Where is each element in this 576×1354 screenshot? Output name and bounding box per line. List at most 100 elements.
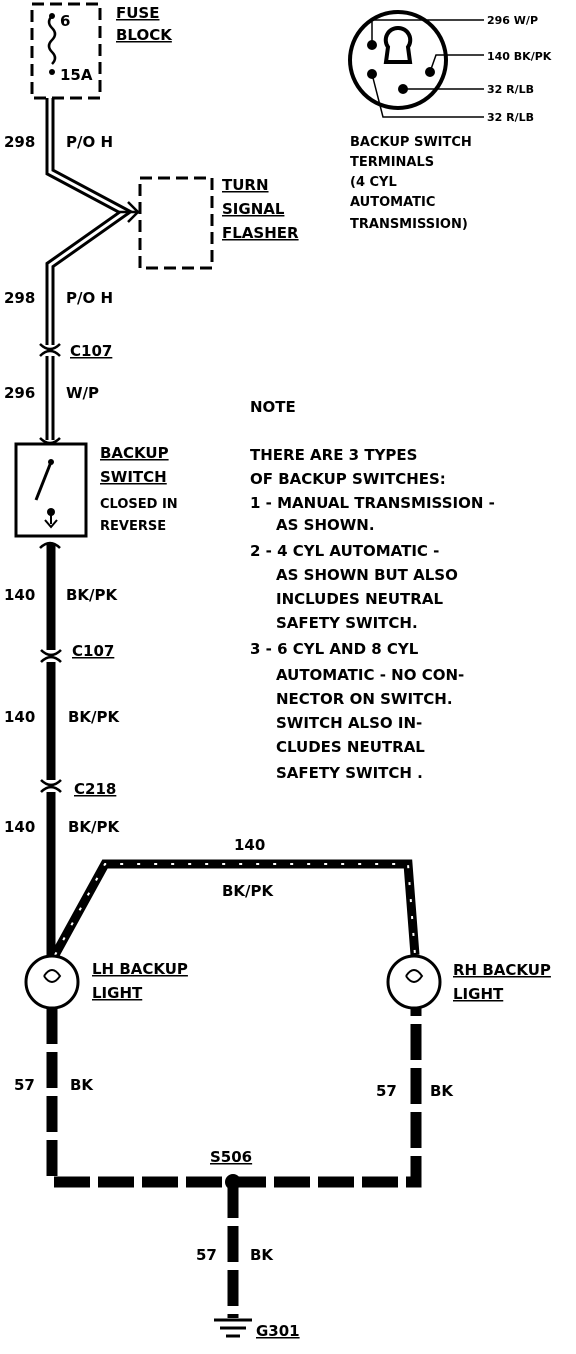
fuse-block-label-1: FUSE xyxy=(116,4,159,22)
backup-switch: BACKUP SWITCH CLOSED IN REVERSE xyxy=(14,437,178,549)
fuse-block: 6 15A FUSE BLOCK xyxy=(30,2,173,100)
wire-298-lower-color: P/O H xyxy=(66,289,113,307)
terminal-caption-4: AUTOMATIC xyxy=(350,195,435,210)
flasher-lead-icon xyxy=(118,201,140,223)
note-line-14: SAFETY SWITCH . xyxy=(276,764,423,782)
fuse-terminal-top xyxy=(49,13,55,19)
splice-s506-label: S506 xyxy=(210,1148,252,1166)
wire-140-segment-2-color: BK/PK xyxy=(68,708,121,726)
terminal-leader-296 xyxy=(371,19,484,45)
ground-g301: G301 xyxy=(214,1318,300,1340)
note-line-10: AUTOMATIC - NO CON- xyxy=(276,666,464,684)
backup-switch-label-1: BACKUP xyxy=(100,444,169,462)
wire-57-ground-color: BK xyxy=(250,1246,274,1264)
wire-298-upper-circuit: 298 xyxy=(4,133,35,151)
wire-298-upper-color: P/O H xyxy=(66,133,113,151)
lh-backup-light-filament xyxy=(43,969,62,983)
terminal-leader-140 xyxy=(429,54,484,73)
terminal-view: 296 W/P 140 BK/PK 32 R/LB 32 R/LB BACKUP… xyxy=(348,10,552,232)
connector-c107-lower-label: C107 xyxy=(72,642,114,660)
wire-140-segment-2-circuit: 140 xyxy=(4,708,35,726)
ground-g301-label: G301 xyxy=(256,1322,300,1340)
wire-57-rh-circuit: 57 xyxy=(376,1082,397,1100)
terminal-caption-1: BACKUP SWITCH xyxy=(350,135,472,150)
backup-switch-note-2: REVERSE xyxy=(100,519,166,534)
flasher-label-2: SIGNAL xyxy=(222,200,285,218)
wire-57-ground-circuit: 57 xyxy=(196,1246,217,1264)
wire-57-lh-color: BK xyxy=(70,1076,94,1094)
note-line-6: AS SHOWN BUT ALSO xyxy=(276,566,458,584)
rh-backup-light-label-1: RH BACKUP xyxy=(453,961,551,979)
fuse-element-icon xyxy=(47,15,57,65)
connector-c107-upper-label: C107 xyxy=(70,342,112,360)
wire-140-segment-3-color: BK/PK xyxy=(68,818,121,836)
fuse-rating: 15A xyxy=(60,66,93,84)
wire-296-color: W/P xyxy=(66,384,99,402)
flasher-outline xyxy=(138,176,214,270)
terminal-caption-5: TRANSMISSION) xyxy=(350,217,468,232)
backup-switch-arrow-icon xyxy=(44,512,58,529)
note-line-8: SAFETY SWITCH. xyxy=(276,614,418,632)
connector-c107-upper: C107 xyxy=(39,342,112,360)
terminal-label-140: 140 BK/PK xyxy=(487,50,552,63)
fuse-block-label-2: BLOCK xyxy=(116,26,173,44)
note-line-7: INCLUDES NEUTRAL xyxy=(276,590,443,608)
terminal-keyhole-icon xyxy=(383,25,413,64)
note-line-13: CLUDES NEUTRAL xyxy=(276,738,425,756)
wire-298-lower-circuit: 298 xyxy=(4,289,35,307)
backup-switch-blade xyxy=(34,461,53,501)
connector-c218: C218 xyxy=(40,779,116,798)
connector-c107-lower-symbol xyxy=(40,649,62,663)
turn-signal-flasher: TURN SIGNAL FLASHER xyxy=(138,176,299,270)
wire-57-rh-color: BK xyxy=(430,1082,454,1100)
wire-140-branch-color: BK/PK xyxy=(222,882,275,900)
connector-c107-lower: C107 xyxy=(40,642,114,663)
backup-switch-label-2: SWITCH xyxy=(100,468,167,486)
note-block: NOTE THERE ARE 3 TYPES OF BACKUP SWITCHE… xyxy=(250,398,495,782)
note-line-5: 2 - 4 CYL AUTOMATIC - xyxy=(250,542,439,560)
wire-296-circuit: 296 xyxy=(4,384,35,402)
note-line-4: AS SHOWN. xyxy=(276,516,375,534)
terminal-caption-2: TERMINALS xyxy=(350,155,434,170)
wire-140-segment-3-circuit: 140 xyxy=(4,818,35,836)
wire-57-lh-circuit: 57 xyxy=(14,1076,35,1094)
rh-backup-light-label-2: LIGHT xyxy=(453,985,504,1003)
connector-c107-upper-symbol xyxy=(39,343,61,357)
note-title: NOTE xyxy=(250,398,296,416)
note-line-2: OF BACKUP SWITCHES: xyxy=(250,470,446,488)
terminal-label-296: 296 W/P xyxy=(487,14,538,27)
rh-backup-light: RH BACKUP LIGHT xyxy=(386,954,551,1010)
note-line-1: THERE ARE 3 TYPES xyxy=(250,446,417,464)
flasher-label-1: TURN xyxy=(222,176,269,194)
fuse-block-outline xyxy=(30,2,102,100)
wire-140-branch-outline xyxy=(51,859,420,958)
splice-s506-dot xyxy=(225,1174,241,1190)
wire-140-segment-1-color: BK/PK xyxy=(66,586,119,604)
backup-switch-outline xyxy=(14,442,88,538)
lh-backup-light-label-1: LH BACKUP xyxy=(92,960,188,978)
lh-backup-light-label-2: LIGHT xyxy=(92,984,143,1002)
wire-140-segment-1-circuit: 140 xyxy=(4,586,35,604)
terminal-label-32-a: 32 R/LB xyxy=(487,83,534,96)
wire-140-branch-circuit: 140 xyxy=(234,836,265,854)
connector-c218-symbol xyxy=(40,779,62,793)
flasher-label-3: FLASHER xyxy=(222,224,299,242)
fuse-number: 6 xyxy=(60,12,70,30)
splice-s506: S506 xyxy=(210,1148,252,1190)
terminal-label-32-b: 32 R/LB xyxy=(487,111,534,124)
terminal-caption-3: (4 CYL xyxy=(350,175,397,190)
note-line-3: 1 - MANUAL TRANSMISSION - xyxy=(250,494,495,512)
fuse-terminal-bottom xyxy=(49,69,55,75)
rh-backup-light-filament xyxy=(405,969,424,983)
note-line-12: SWITCH ALSO IN- xyxy=(276,714,422,732)
note-line-11: NECTOR ON SWITCH. xyxy=(276,690,453,708)
backup-switch-bottom-terminal xyxy=(39,541,61,549)
terminal-leader-32-b xyxy=(371,73,484,118)
connector-c218-label: C218 xyxy=(74,780,116,798)
lh-backup-light: LH BACKUP LIGHT xyxy=(24,954,188,1010)
wire-140-branch xyxy=(51,859,420,958)
wire-298 xyxy=(45,98,140,345)
note-line-9: 3 - 6 CYL AND 8 CYL xyxy=(250,640,419,658)
wire-140-branch-stripe xyxy=(54,863,416,956)
